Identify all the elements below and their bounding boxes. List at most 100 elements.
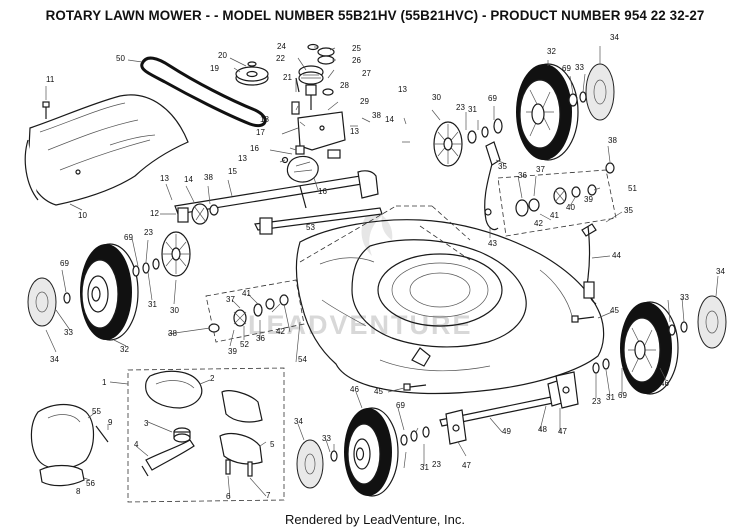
callout-19: 19 — [210, 64, 219, 73]
callout-28: 28 — [340, 81, 349, 90]
callout-23-upper: 23 — [456, 103, 465, 112]
front-wheel-left — [80, 243, 139, 341]
callout-52: 52 — [240, 340, 249, 349]
rear-wheel-right — [620, 301, 679, 395]
gearbox-assembly — [174, 111, 379, 215]
callout-34-left: 34 — [50, 355, 59, 364]
callout-31-lower: 31 — [420, 463, 429, 472]
callout-3: 3 — [144, 419, 149, 428]
bolt-45-lower — [403, 383, 427, 391]
height-lever-right — [581, 223, 597, 305]
callout-20: 20 — [218, 51, 227, 60]
callout-31-right: 31 — [606, 393, 615, 402]
callout-21: 21 — [283, 73, 292, 82]
callout-41-lower: 41 — [242, 289, 251, 298]
bolt-11 — [42, 101, 50, 119]
callout-40: 40 — [566, 203, 575, 212]
callout-38-left: 38 — [204, 173, 213, 182]
upper-pulley-stack — [291, 43, 335, 115]
callout-36-lower: 36 — [256, 334, 265, 343]
callout-69-lower: 69 — [396, 401, 405, 410]
callout-31-left: 31 — [148, 300, 157, 309]
callout-5: 5 — [270, 440, 275, 449]
callout-47-right: 47 — [558, 427, 567, 436]
callout-42-upper: 42 — [534, 219, 543, 228]
callout-41-upper: 41 — [550, 211, 559, 220]
callout-44: 44 — [612, 251, 621, 260]
height-lever-upper — [484, 141, 501, 231]
callout-53: 53 — [306, 223, 315, 232]
hubcap-left — [27, 277, 57, 327]
callout-46-lower: 46 — [350, 385, 359, 394]
callout-45-lower: 45 — [374, 387, 383, 396]
callout-7: 7 — [266, 491, 271, 500]
drive-gear-left — [161, 231, 191, 277]
washers-lower — [330, 426, 430, 462]
callout-15: 15 — [228, 167, 237, 176]
leader-lines — [45, 46, 719, 499]
watermark-text: LEADVENTURE — [248, 310, 473, 340]
callout-56: 56 — [86, 479, 95, 488]
bolt-45-right — [571, 315, 595, 323]
callout-33-upper: 33 — [575, 63, 584, 72]
callout-12: 12 — [150, 209, 159, 218]
washers-left — [63, 258, 160, 304]
rear-wheel-upper-right — [516, 63, 579, 161]
callout-23-left: 23 — [144, 228, 153, 237]
mulch-plug-55 — [30, 403, 109, 470]
discharge-door — [145, 370, 203, 409]
watermark: LEADVENTURE — [248, 208, 473, 340]
callout-14b: 14 — [184, 175, 193, 184]
hubcap-right — [697, 295, 727, 349]
footer-credit: Rendered by LeadVenture, Inc. — [285, 512, 465, 527]
callout-27: 27 — [362, 69, 371, 78]
callout-69-mid: 69 — [488, 94, 497, 103]
callout-69-left-upper: 69 — [124, 233, 133, 242]
callout-34-lower: 34 — [294, 417, 303, 426]
left-pinion-gear — [177, 156, 289, 225]
callout-49: 49 — [502, 427, 511, 436]
plate-5 — [219, 390, 263, 477]
callout-36-upper: 36 — [518, 171, 527, 180]
callout-51: 51 — [628, 184, 637, 193]
callout-54: 54 — [298, 355, 307, 364]
callout-69-upper: 69 — [562, 64, 571, 73]
callout-42-lower: 42 — [276, 327, 285, 336]
callout-37-lower: 37 — [226, 295, 235, 304]
callout-24: 24 — [277, 42, 286, 51]
callout-10: 10 — [78, 211, 87, 220]
callout-labels: 50 20 19 24 25 22 26 27 21 28 29 32 34 6… — [46, 33, 725, 501]
callout-32-upper: 32 — [547, 47, 556, 56]
deflector-8 — [39, 464, 85, 487]
callout-48: 48 — [538, 425, 547, 434]
callout-69-left: 69 — [60, 259, 69, 268]
inset-box — [127, 367, 285, 503]
callout-23-lower: 23 — [432, 460, 441, 469]
callout-1: 1 — [102, 378, 107, 387]
callout-69-right: 69 — [618, 391, 627, 400]
callout-39-lower: 39 — [228, 347, 237, 356]
callout-33-right: 33 — [680, 293, 689, 302]
right-gear-kit — [497, 162, 617, 237]
callout-43: 43 — [488, 239, 497, 248]
callout-23-right: 23 — [592, 397, 601, 406]
rear-flap-cover — [24, 94, 189, 206]
callout-14a: 14 — [385, 115, 394, 124]
callout-31-upper: 31 — [468, 105, 477, 114]
callout-38-lower: 38 — [168, 329, 177, 338]
callout-4: 4 — [134, 440, 139, 449]
hinge-rod-4 — [141, 439, 195, 477]
front-wheel-lower — [344, 407, 399, 497]
callout-34-right: 34 — [716, 267, 725, 276]
callout-26: 26 — [352, 56, 361, 65]
callout-32-left: 32 — [120, 345, 129, 354]
callout-33-lower: 33 — [322, 434, 331, 443]
drive-belt — [140, 56, 267, 127]
callout-37-upper: 37 — [536, 165, 545, 174]
callout-2: 2 — [210, 374, 215, 383]
callout-38-right: 38 — [608, 136, 617, 145]
callout-34-upper: 34 — [610, 33, 619, 42]
front-axle — [254, 207, 383, 235]
drive-gear-upper — [433, 121, 463, 167]
